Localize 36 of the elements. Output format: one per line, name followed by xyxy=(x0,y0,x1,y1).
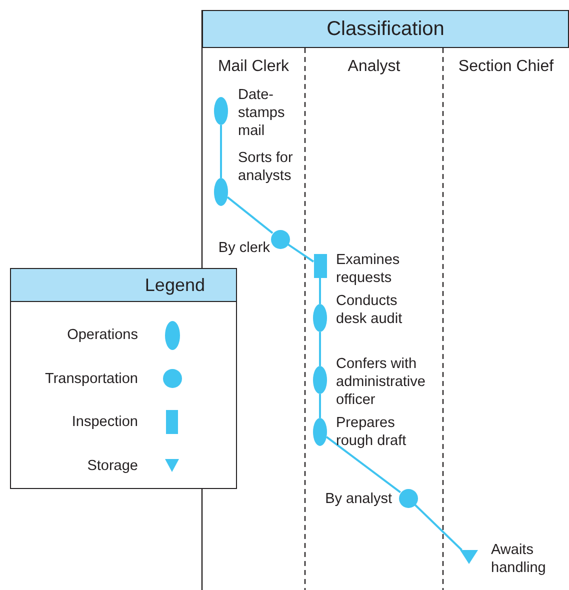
operation-oval xyxy=(214,178,228,206)
legend-title: Legend xyxy=(11,269,236,302)
connector-line xyxy=(220,125,222,178)
step-label: Prepares rough draft xyxy=(336,414,408,450)
storage-triangle xyxy=(460,550,478,564)
lane-heading: Mail Clerk xyxy=(216,58,290,76)
operation-oval xyxy=(313,418,327,446)
step-label: Awaits handling xyxy=(491,541,547,577)
step-label: Date-stamps mail xyxy=(238,86,286,140)
step-label: Sorts for analysts xyxy=(238,149,294,185)
legend-text: Inspection xyxy=(70,413,138,431)
connector-line xyxy=(319,278,321,304)
operation-oval xyxy=(313,366,327,394)
step-label: By analyst xyxy=(324,490,392,508)
header-title: Classification xyxy=(326,18,444,40)
step-label: Examines requests xyxy=(336,251,401,287)
inspection-rectangle xyxy=(314,254,326,278)
operation-oval xyxy=(214,97,228,125)
connector-line xyxy=(414,504,462,551)
operation-oval xyxy=(313,304,327,332)
connector-line xyxy=(287,243,314,262)
transportation-circle xyxy=(398,488,418,508)
lane-heading: Analyst xyxy=(346,58,402,76)
lane-heading: Section Chief xyxy=(457,58,555,76)
legend-text: Storage xyxy=(86,456,138,474)
transportation-circle xyxy=(270,230,290,248)
step-label: Conducts desk audit xyxy=(336,292,404,328)
connector-line xyxy=(226,196,274,234)
step-label: Confers with administrative officer xyxy=(336,355,426,409)
connector-line xyxy=(326,436,401,494)
connector-line xyxy=(319,394,321,418)
connector-line xyxy=(319,332,321,366)
header-band xyxy=(202,10,569,48)
legend-text: Transportation xyxy=(44,370,138,388)
legend-text: Operations xyxy=(66,326,138,344)
step-label: By clerk xyxy=(217,239,270,257)
